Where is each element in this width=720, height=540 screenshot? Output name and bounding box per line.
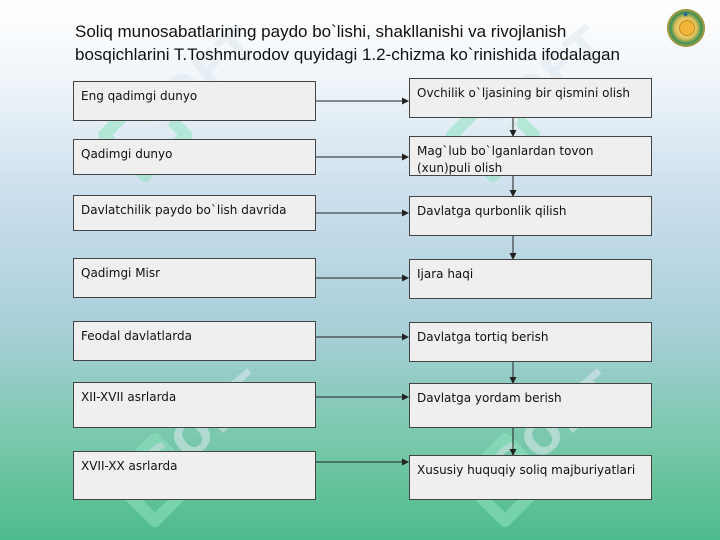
period-box: Eng qadimgi dunyo: [73, 81, 316, 121]
period-box: Davlatchilik paydo bo`lish davrida: [73, 195, 316, 231]
period-box: Qadimgi dunyo: [73, 139, 316, 175]
state-emblem-icon: ★: [667, 9, 705, 47]
horizontal-connectors: [316, 97, 409, 466]
tax-form-box: Ijara haqi: [409, 259, 652, 299]
period-box: XVII-XX asrlarda: [73, 451, 316, 500]
period-box: XII-XVII asrlarda: [73, 382, 316, 428]
tax-form-box: Ovchilik o`ljasining bir qismini olish: [409, 78, 652, 118]
slide-title: Soliq munosabatlarining paydo bo`lishi, …: [75, 22, 620, 64]
tax-form-box: Xususiy huquqiy soliq majburiyatlari: [409, 455, 652, 500]
period-box: Qadimgi Misr: [73, 258, 316, 298]
tax-form-box: Davlatga yordam berish: [409, 383, 652, 428]
tax-form-box: Mag`lub bo`lganlardan tovon (xun)puli ol…: [409, 136, 652, 176]
period-box: Feodal davlatlarda: [73, 321, 316, 361]
tax-form-box: Davlatga qurbonlik qilish: [409, 196, 652, 236]
tax-form-box: Davlatga tortiq berish: [409, 322, 652, 362]
